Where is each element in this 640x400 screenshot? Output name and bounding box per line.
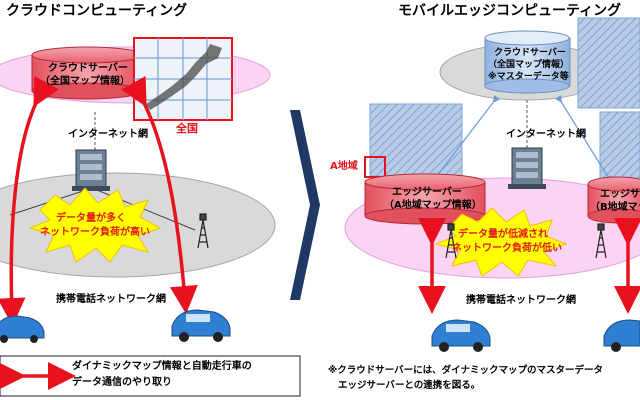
right-data-arrows (418, 218, 640, 314)
edge-server-b (587, 176, 640, 224)
region-map-b (599, 111, 640, 183)
region-a-highlight (364, 156, 386, 178)
edge-server-b-line1: エッジサ (600, 189, 640, 200)
left-map-label: 全国 (176, 122, 198, 135)
right-cloud-server-line2: （全国マップ情報） (488, 60, 570, 70)
left-cloud-server-line1: クラウドサーバー (48, 63, 128, 74)
car-icon (603, 319, 640, 352)
right-cloud-server (484, 30, 571, 94)
edge-server-b-line2: （B地域マッ (590, 202, 640, 213)
cell-tower-icon (445, 223, 457, 259)
right-mobile-net-label: 携帯電話ネットワーク網 (466, 295, 576, 306)
region-map-a (369, 103, 463, 177)
left-cloud-server-line2: （全国マップ情報） (40, 76, 130, 87)
cell-tower-icon (197, 213, 209, 249)
note-line1: ※クラウドサーバーには、ダイナミックマップのマスターデータ (328, 365, 603, 376)
japan-map-icon (133, 37, 233, 121)
right-burst-line2: ネットワーク負荷が低い (452, 243, 562, 254)
left-panel (0, 37, 276, 343)
legend-line1: ダイナミックマップ情報と自動走行車の (72, 361, 252, 372)
car-icon (0, 315, 45, 343)
left-mobile-net-label: 携帯電話ネットワーク網 (56, 294, 166, 305)
right-cloud-server-line1: クラウドサーバー (494, 48, 566, 58)
edge-server-a-line2: （A地域マップ情報） (384, 200, 482, 211)
left-burst-line1: データ量が多く (56, 213, 126, 224)
edge-server-a (364, 173, 486, 225)
server-tower-icon (508, 147, 546, 189)
right-cloud-server-line3: ※マスターデータ等 (488, 72, 569, 82)
note-line2: エッジサーバーとの連携を図る。 (338, 380, 481, 391)
right-panel (344, 17, 640, 352)
chevron-right-icon (290, 110, 320, 300)
right-title: モバイルエッジコンピューティング (398, 3, 622, 19)
right-internet-label: インターネット網 (506, 129, 586, 140)
edge-server-a-line1: エッジサーバー (392, 187, 462, 198)
left-title: クラウドコンピューティング (6, 3, 188, 19)
left-data-arrows (0, 76, 198, 326)
legend-line2: データ通信のやり取り (72, 377, 172, 388)
car-icon (431, 319, 491, 352)
left-burst-line2: ネットワーク負荷が高い (40, 227, 150, 238)
region-a-label: A地域 (330, 161, 358, 172)
server-tower-icon (72, 149, 110, 191)
car-icon (171, 309, 231, 342)
left-internet-label: インターネット網 (68, 129, 148, 140)
cell-tower-icon (595, 223, 607, 259)
right-burst-line1: データ量が低減され (458, 229, 548, 240)
